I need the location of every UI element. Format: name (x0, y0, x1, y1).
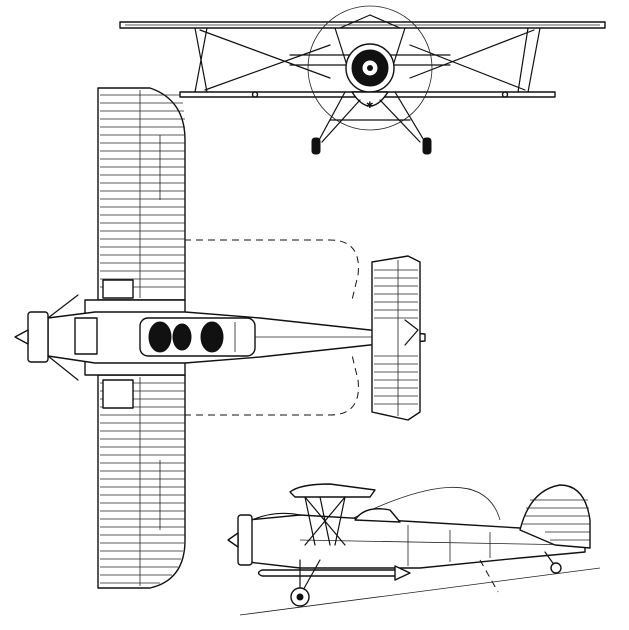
front-propeller-arc (307, 5, 433, 131)
top-folded-wing-outline (160, 239, 359, 416)
side-tail-wheel (550, 562, 562, 574)
side-view (227, 483, 601, 616)
top-cockpits (139, 317, 256, 357)
top-wing-upper-ribs (100, 90, 185, 298)
top-wing-upper (97, 87, 186, 301)
top-wing-lower-ribs (100, 377, 185, 586)
front-view: ✱ (119, 5, 606, 155)
side-struts (304, 496, 346, 546)
front-landing-gear (317, 91, 426, 143)
side-torpedo (257, 569, 401, 577)
top-tailplane (371, 255, 421, 421)
side-ground-line (239, 567, 601, 616)
top-view (14, 87, 426, 589)
side-upper-wing (289, 483, 376, 498)
svg-text:✱: ✱ (366, 101, 374, 111)
